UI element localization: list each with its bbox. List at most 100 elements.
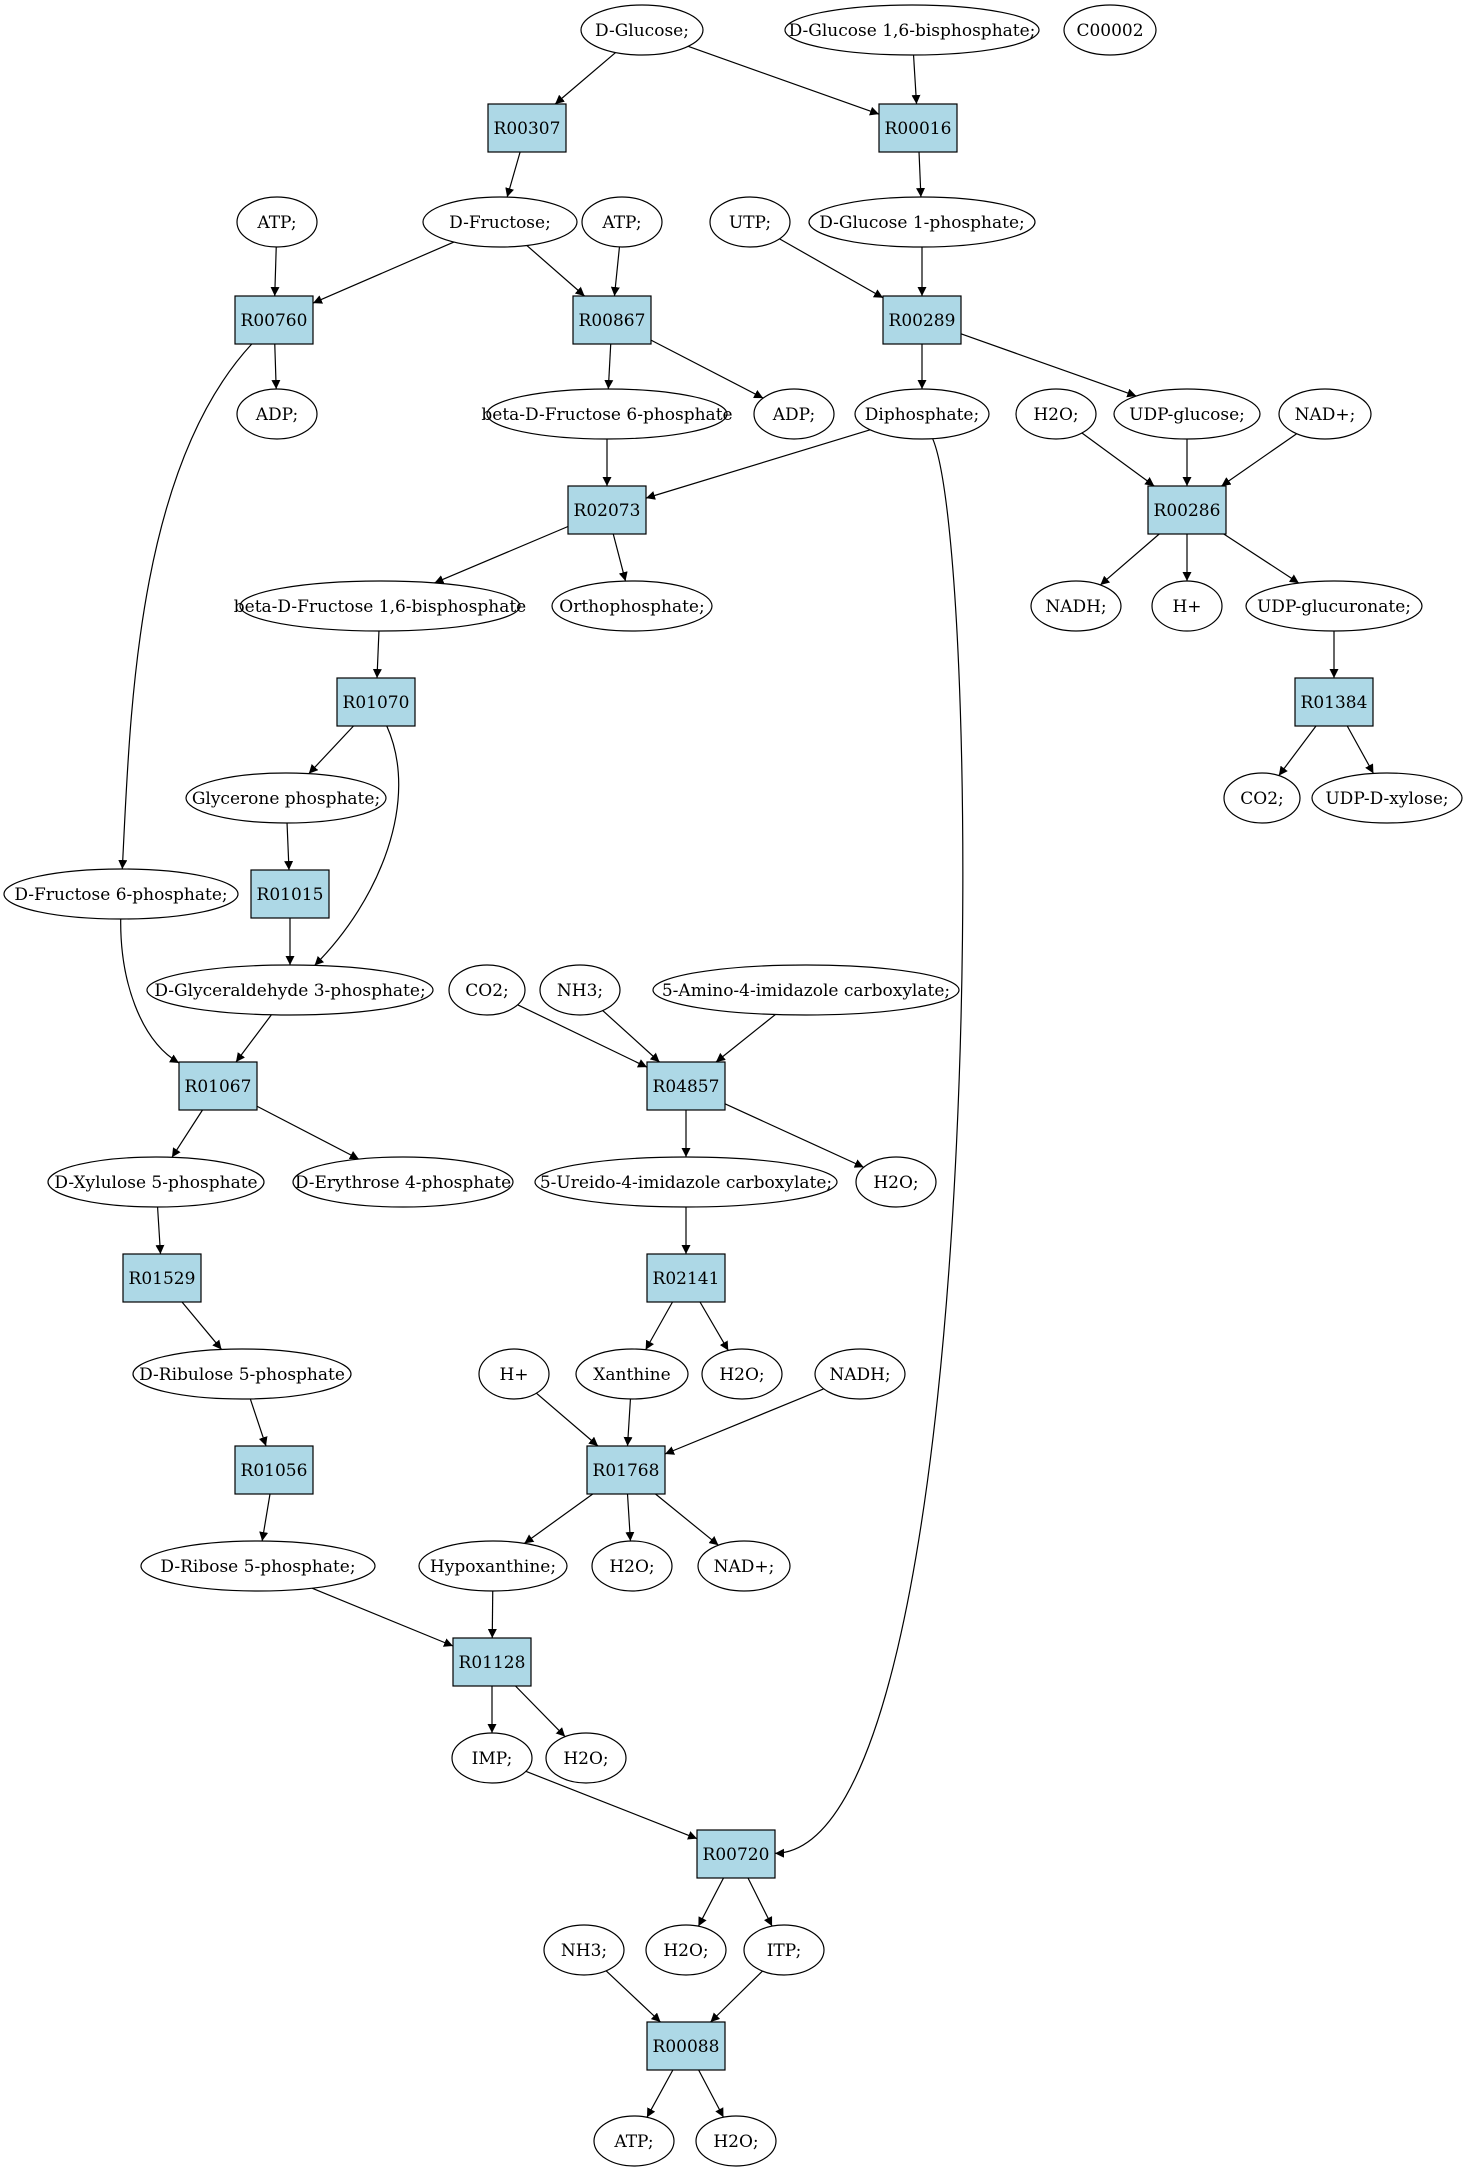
- compound-node-r5p[interactable]: D-Ribose 5-phosphate;: [140, 1540, 376, 1592]
- compound-node-ru5p[interactable]: D-Ribulose 5-phosphate: [132, 1348, 352, 1400]
- compound-node-nadp2[interactable]: NAD+;: [697, 1540, 791, 1592]
- compound-label: ADP;: [255, 405, 298, 425]
- compound-label: D-Glucose 1,6-bisphosphate;: [789, 21, 1036, 41]
- compound-node-glc16bp[interactable]: D-Glucose 1,6-bisphosphate;: [784, 4, 1040, 56]
- compound-node-uica[interactable]: 5-Ureido-4-imidazole carboxylate;: [534, 1156, 838, 1208]
- reaction-node-r01067[interactable]: R01067: [178, 1061, 258, 1111]
- compound-label: C00002: [1076, 21, 1143, 41]
- reaction-node-r00760[interactable]: R00760: [234, 295, 314, 345]
- reaction-box: [878, 103, 958, 153]
- reaction-node-r01070[interactable]: R01070: [336, 677, 416, 727]
- edge-ru5p-to-r01056: [249, 1398, 268, 1447]
- compound-node-diphosphate[interactable]: Diphosphate;: [854, 388, 990, 440]
- reaction-node-r00088[interactable]: R00088: [646, 2021, 726, 2071]
- compound-node-h2o_e[interactable]: H2O;: [545, 1732, 627, 1784]
- edge-nadh2-to-r01768: [664, 1388, 825, 1455]
- compound-node-imp[interactable]: IMP;: [451, 1732, 533, 1784]
- compound-node-h2o_g[interactable]: H2O;: [695, 2115, 777, 2167]
- compound-node-aica[interactable]: 5-Amino-4-imidazole carboxylate;: [652, 964, 960, 1016]
- compound-node-h2o_c[interactable]: H2O;: [701, 1348, 783, 1400]
- compound-ellipse: [448, 964, 526, 1016]
- compound-node-co2_a[interactable]: CO2;: [1223, 772, 1301, 824]
- compound-node-bf16bp[interactable]: beta-D-Fructose 1,6-bisphosphate: [234, 580, 526, 632]
- compound-node-hplus1[interactable]: H+: [1151, 580, 1223, 632]
- compound-node-nh3_a[interactable]: NH3;: [539, 964, 621, 1016]
- reaction-node-r00307[interactable]: R00307: [487, 103, 567, 153]
- compound-label: CO2;: [1240, 789, 1284, 809]
- compound-node-co2_b[interactable]: CO2;: [448, 964, 526, 1016]
- compound-ellipse: [3, 868, 239, 920]
- compound-node-nh3_b[interactable]: NH3;: [543, 1924, 625, 1976]
- edge-r00760-to-adp1: [271, 343, 281, 390]
- compound-node-nadp[interactable]: NAD+;: [1278, 388, 1372, 440]
- reaction-node-r02141[interactable]: R02141: [646, 1253, 726, 1303]
- compound-node-c00002[interactable]: C00002: [1063, 4, 1157, 56]
- compound-node-xu5p[interactable]: D-Xylulose 5-phosphate: [47, 1156, 265, 1208]
- compound-ellipse: [140, 1540, 376, 1592]
- compound-node-e4p[interactable]: D-Erythrose 4-phosphate: [292, 1156, 514, 1208]
- reaction-node-r01768[interactable]: R01768: [586, 1445, 666, 1495]
- compound-node-orthophosphate[interactable]: Orthophosphate;: [551, 580, 713, 632]
- compound-node-udpxylose[interactable]: UDP-D-xylose;: [1311, 772, 1463, 824]
- reaction-node-r00286[interactable]: R00286: [1147, 485, 1227, 535]
- compound-label: UDP-D-xylose;: [1325, 789, 1448, 809]
- edge-r01070-to-glyceronep: [308, 725, 354, 775]
- reaction-node-r00867[interactable]: R00867: [572, 295, 652, 345]
- compound-label: Orthophosphate;: [559, 597, 704, 617]
- edge-r01529-to-ru5p: [181, 1301, 222, 1350]
- compound-label: ITP;: [767, 1941, 802, 1961]
- reaction-node-r02073[interactable]: R02073: [567, 485, 647, 535]
- compound-node-glyceronep[interactable]: Glycerone phosphate;: [185, 772, 387, 824]
- compound-node-g3p[interactable]: D-Glyceraldehyde 3-phosphate;: [146, 964, 434, 1016]
- compound-node-atp1[interactable]: ATP;: [236, 196, 318, 248]
- compound-label: 5-Ureido-4-imidazole carboxylate;: [540, 1173, 832, 1193]
- compound-node-bf6p[interactable]: beta-D-Fructose 6-phosphate: [481, 388, 733, 440]
- edge-r00307-to-fructose: [505, 151, 521, 198]
- compound-node-f6p[interactable]: D-Fructose 6-phosphate;: [3, 868, 239, 920]
- compound-node-hypoxanthine[interactable]: Hypoxanthine;: [418, 1540, 568, 1592]
- reaction-node-r00289[interactable]: R00289: [882, 295, 962, 345]
- reaction-label: R01015: [257, 885, 324, 905]
- compound-node-adp2[interactable]: ADP;: [753, 388, 835, 440]
- compound-node-glucose[interactable]: D-Glucose;: [580, 4, 704, 56]
- compound-node-glc1p[interactable]: D-Glucose 1-phosphate;: [808, 196, 1036, 248]
- compound-node-h2o_b[interactable]: H2O;: [855, 1156, 937, 1208]
- reaction-node-r01056[interactable]: R01056: [234, 1445, 314, 1495]
- compound-node-h2o_f[interactable]: H2O;: [645, 1924, 727, 1976]
- reaction-box: [250, 869, 330, 919]
- compound-label: 5-Amino-4-imidazole carboxylate;: [662, 981, 950, 1001]
- compound-label: Hypoxanthine;: [430, 1557, 556, 1577]
- compound-node-utp[interactable]: UTP;: [709, 196, 791, 248]
- compound-node-adp1[interactable]: ADP;: [236, 388, 318, 440]
- compound-node-itp[interactable]: ITP;: [743, 1924, 825, 1976]
- reaction-node-r00720[interactable]: R00720: [696, 1829, 776, 1879]
- edge-r01768-to-nadp2: [655, 1493, 719, 1546]
- compound-node-atp2[interactable]: ATP;: [581, 196, 663, 248]
- compound-node-nadh1[interactable]: NADH;: [1030, 580, 1122, 632]
- reaction-node-r04857[interactable]: R04857: [646, 1061, 726, 1111]
- compound-node-h2o_a[interactable]: H2O;: [1015, 388, 1097, 440]
- compound-ellipse: [1311, 772, 1463, 824]
- reaction-node-r01015[interactable]: R01015: [250, 869, 330, 919]
- reaction-box: [234, 1445, 314, 1495]
- compound-ellipse: [534, 1156, 838, 1208]
- reaction-node-r01384[interactable]: R01384: [1294, 677, 1374, 727]
- compound-label: CO2;: [465, 981, 509, 1001]
- compound-node-udpglucuronate[interactable]: UDP-glucuronate;: [1245, 580, 1423, 632]
- compound-label: H2O;: [1033, 405, 1078, 425]
- compound-node-h2o_d[interactable]: H2O;: [591, 1540, 673, 1592]
- compound-node-udpglucose[interactable]: UDP-glucose;: [1113, 388, 1261, 440]
- reaction-box: [646, 1253, 726, 1303]
- compound-node-xanthine[interactable]: Xanthine: [575, 1348, 689, 1400]
- reaction-node-r01128[interactable]: R01128: [452, 1637, 532, 1687]
- compound-ellipse: [1278, 388, 1372, 440]
- reaction-node-r01529[interactable]: R01529: [122, 1253, 202, 1303]
- compound-node-atp3[interactable]: ATP;: [593, 2115, 675, 2167]
- compound-node-fructose[interactable]: D-Fructose;: [422, 196, 578, 248]
- compound-ellipse: [47, 1156, 265, 1208]
- compound-node-nadh2[interactable]: NADH;: [814, 1348, 906, 1400]
- reaction-node-r00016[interactable]: R00016: [878, 103, 958, 153]
- compound-node-hplus2[interactable]: H+: [478, 1348, 550, 1400]
- compound-ellipse: [422, 196, 578, 248]
